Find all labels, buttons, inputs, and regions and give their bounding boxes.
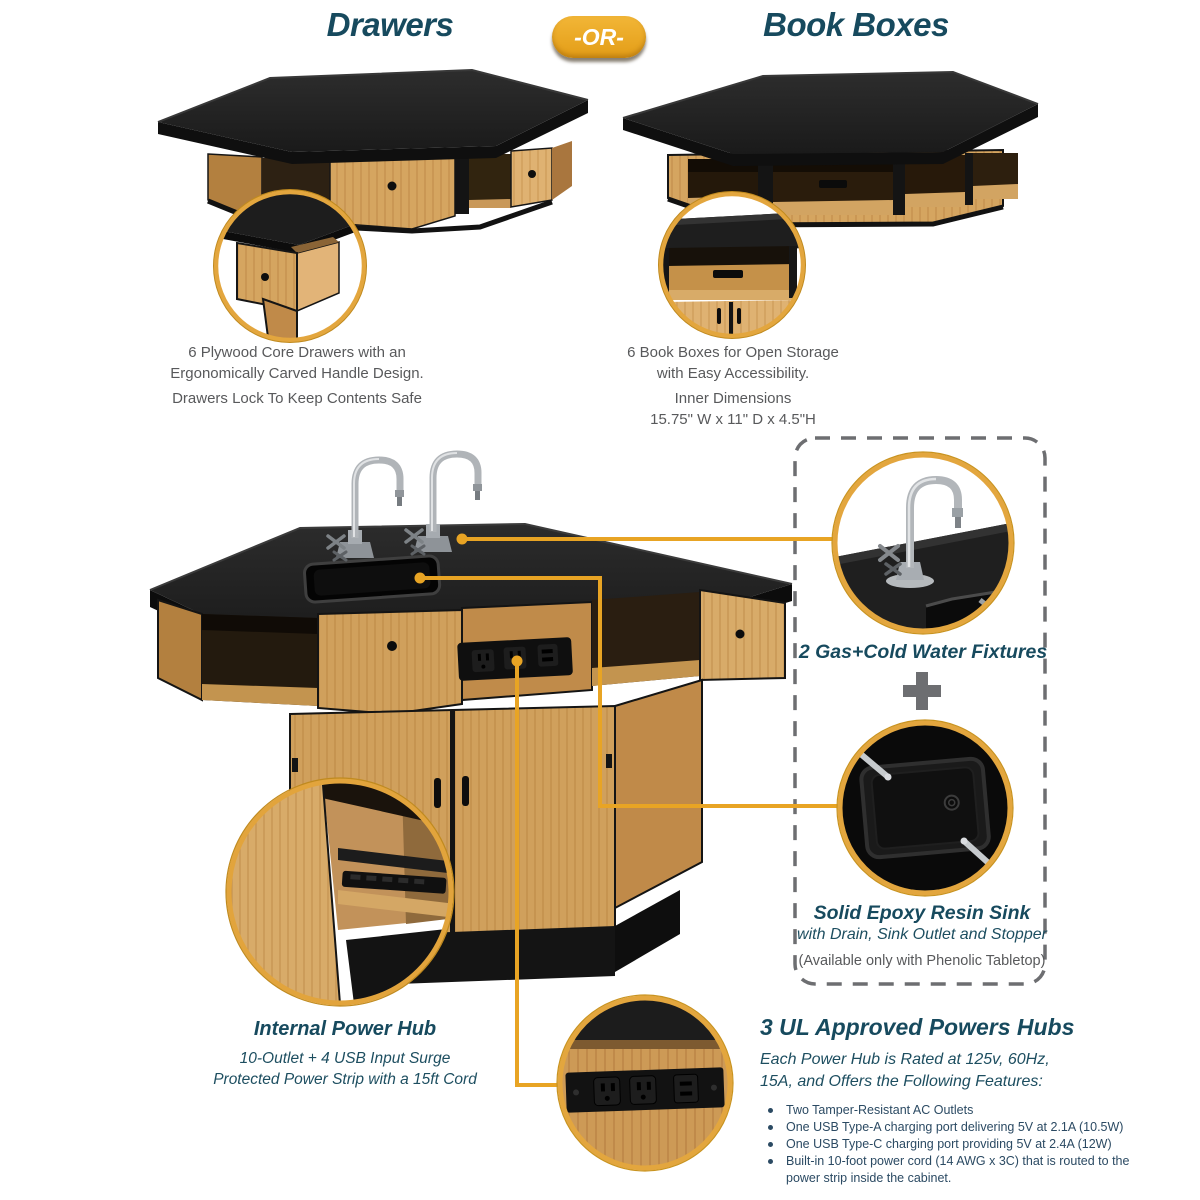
plus-icon: [903, 672, 941, 710]
drawers-tabletop: [157, 68, 589, 164]
power-hub-detail: [556, 994, 734, 1172]
internal-power-hub-line2: Protected Power Strip with a 15ft Cord: [213, 1071, 477, 1088]
book-box-detail: [658, 191, 806, 339]
outlet-strip: [565, 1067, 725, 1113]
workstation-illustration: [149, 450, 793, 1007]
or-badge-icon: -OR-: [552, 16, 646, 58]
power-hub-feature-item: One USB Type-A charging port delivering …: [760, 1119, 1138, 1136]
sink-note: (Available only with Phenolic Tabletop): [798, 953, 1046, 969]
fixtures-title: 2 Gas+Cold Water Fixtures: [798, 641, 1048, 663]
internal-power-hub-caption: Internal Power Hub 10-Outlet + 4 USB Inp…: [170, 1018, 520, 1090]
drawers-open-drawer-detail: [213, 189, 367, 343]
book-boxes-caption-line1: 6 Book Boxes for Open Storage: [627, 344, 839, 361]
book-boxes-inner-dimensions-label: Inner Dimensions: [674, 390, 792, 407]
power-hubs-section: 3 UL Approved Powers Hubs Each Power Hub…: [760, 1014, 1150, 1187]
power-hubs-subtitle1: Each Power Hub is Rated at 125v, 60Hz,: [760, 1051, 1050, 1068]
power-hubs-subtitle2: 15A, and Offers the Following Features:: [760, 1072, 1043, 1090]
epoxy-sink-detail: [836, 719, 1014, 897]
power-hub-feature-item: One USB Type-C charging port providing 5…: [760, 1136, 1138, 1153]
sink-caption: Solid Epoxy Resin Sink with Drain, Sink …: [788, 902, 1056, 969]
gooseneck-faucet-left: [326, 456, 404, 562]
sink-callout-line: [420, 576, 840, 808]
drawers-caption: 6 Plywood Core Drawers with an Ergonomic…: [127, 343, 467, 410]
water-fixture-detail: [831, 451, 1015, 635]
sink-subtitle: with Drain, Sink Outlet and Stopper: [797, 926, 1047, 943]
internal-power-hub-line1: 10-Outlet + 4 USB Input Surge: [239, 1050, 451, 1067]
drawers-title: Drawers: [326, 6, 454, 43]
drawers-caption-line2: Ergonomically Carved Handle Design.: [170, 364, 424, 382]
book-boxes-tabletop: [622, 70, 1039, 166]
power-callout-line: [515, 661, 559, 1087]
book-boxes-inner-dimensions-value: 15.75" W x 11" D x 4.5"H: [650, 410, 816, 428]
internal-power-hub-title: Internal Power Hub: [253, 1018, 437, 1040]
sink-cutout: [303, 554, 442, 604]
drawers-caption-line3: Drawers Lock To Keep Contents Safe: [172, 390, 422, 407]
power-hub-feature-item: Built-in 10-foot power cord (14 AWG x 3C…: [760, 1153, 1138, 1187]
sink-title: Solid Epoxy Resin Sink: [813, 902, 1031, 924]
dashed-callout-box: [793, 436, 1047, 986]
drawers-table-illustration: [157, 68, 589, 234]
drawers-caption-line1: 6 Plywood Core Drawers with an: [188, 344, 406, 361]
book-boxes-caption: 6 Book Boxes for Open Storage with Easy …: [563, 343, 903, 430]
book-boxes-caption-line2: with Easy Accessibility.: [656, 364, 810, 382]
book-boxes-title: Book Boxes: [763, 6, 949, 43]
power-hubs-title: 3 UL Approved Powers Hubs: [760, 1014, 1075, 1040]
workstation-upper-storage: [157, 588, 786, 716]
power-hub-feature-item: Two Tamper-Resistant AC Outlets: [760, 1102, 1138, 1119]
gooseneck-faucet-right: [404, 450, 482, 556]
